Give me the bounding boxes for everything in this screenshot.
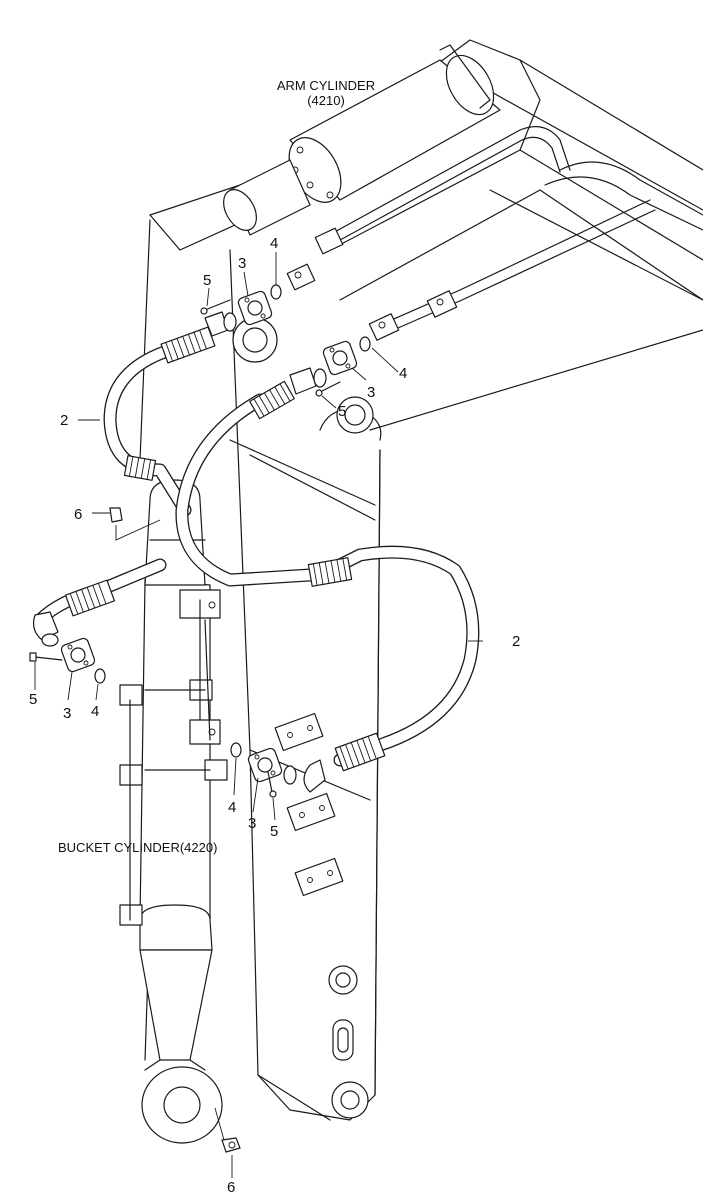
callout-grease-top: 6 bbox=[74, 506, 82, 523]
component-labels: ARM CYLINDER (4210) BUCKET CYLINDER(4220… bbox=[58, 78, 375, 855]
arm-cylinder bbox=[223, 44, 501, 236]
arm-cylinder-label: ARM CYLINDER bbox=[277, 78, 375, 93]
callout-oring-mid-left: 4 bbox=[91, 703, 99, 720]
leader-lines bbox=[34, 252, 483, 1178]
callout-grease-bottom: 6 bbox=[227, 1179, 235, 1196]
bucket-cylinder-label: BUCKET CYLINDER(4220) bbox=[58, 840, 217, 855]
callout-hose-upper: 2 bbox=[60, 412, 68, 429]
callout-flange-top-right: 3 bbox=[367, 384, 375, 401]
callout-flange-top-left: 3 bbox=[238, 255, 246, 272]
o-ring-parts bbox=[94, 284, 371, 758]
callout-bolt-top-left: 5 bbox=[203, 272, 211, 289]
arm-pipes bbox=[286, 126, 656, 341]
callout-bolt-mid-left: 5 bbox=[29, 691, 37, 708]
hose-lower bbox=[313, 545, 480, 767]
bolt-parts bbox=[29, 299, 341, 798]
callout-oring-mid-right: 4 bbox=[228, 799, 236, 816]
callout-flange-mid-right: 3 bbox=[248, 815, 256, 832]
split-flange-parts bbox=[60, 290, 358, 783]
callout-flange-mid-left: 3 bbox=[63, 705, 71, 722]
arm-beam bbox=[139, 219, 382, 1121]
hose-spring-guards bbox=[64, 326, 386, 772]
part-callouts: 2 2 3 3 3 3 4 4 4 4 5 5 5 5 6 6 bbox=[29, 235, 520, 1196]
callout-bolt-mid-right: 5 bbox=[270, 823, 278, 840]
hose-fittings bbox=[32, 311, 327, 793]
callout-oring-top-right: 4 bbox=[399, 365, 407, 382]
callout-hose-lower: 2 bbox=[512, 633, 520, 650]
callout-oring-top-left: 4 bbox=[270, 235, 278, 252]
callout-bolt-top-right: 5 bbox=[338, 403, 346, 420]
arm-cylinder-code: (4210) bbox=[307, 93, 345, 108]
grease-fitting-parts bbox=[109, 507, 241, 1153]
